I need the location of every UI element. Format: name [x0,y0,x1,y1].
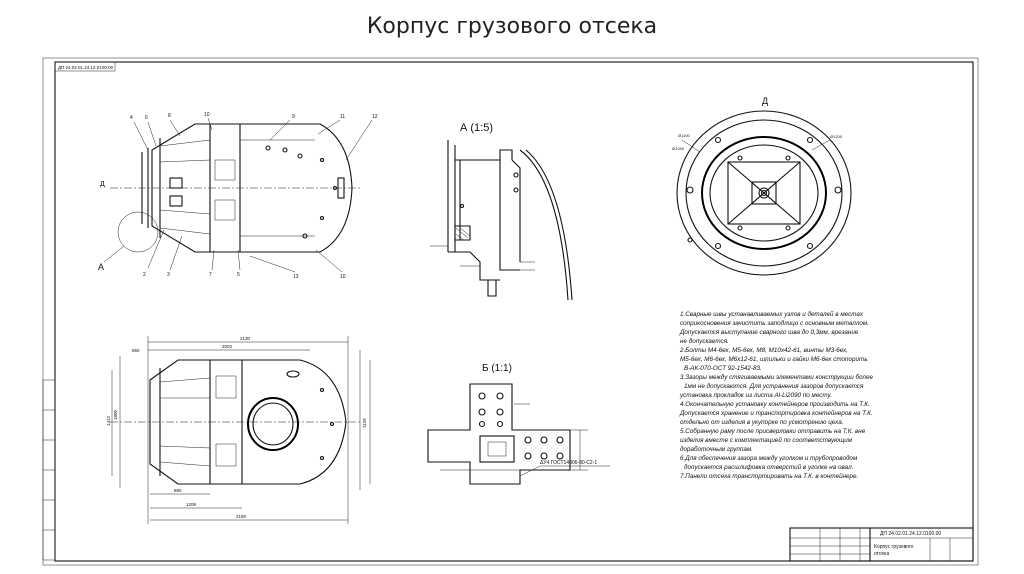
svg-text:Допускается выступание сварног: Допускается выступание сварного шва до 0… [679,328,859,336]
view-d-end-view: Д Ø1100 Ø1200 Ø1040 [672,96,852,276]
svg-text:2.Болты М4-6ех, М5-6ех, М8, М1: 2.Болты М4-6ех, М5-6ех, М8, М10х42-61, в… [679,347,848,354]
callouts-bottom: 2 3 7 5 13 10 [143,229,346,280]
svg-text:10: 10 [204,112,210,118]
svg-text:1800: 1800 [113,409,118,420]
svg-text:доработочным группам.: доработочным группам. [680,445,753,453]
svg-text:11: 11 [340,114,345,120]
svg-text:В-АК-070-ОСТ 92-1542-83.: В-АК-070-ОСТ 92-1542-83. [684,365,762,372]
section-b-label: Б (1:1) [482,363,512,374]
svg-text:5.Собранную раму после присвер: 5.Собранную раму после присверловки отпр… [680,427,866,435]
svg-text:7.Панели отсека транспортирова: 7.Панели отсека транспортировать на Т.К.… [680,472,858,480]
stamp-top-left: ДП 24.02.01.24.12.0100.00 [58,65,114,70]
svg-text:2180: 2180 [236,514,247,519]
svg-text:2: 2 [143,272,146,278]
svg-text:соприкосновения зачистить запо: соприкосновения зачистить заподлицо с ос… [680,319,869,327]
technical-notes: 1.Сварные швы устанавливаемых узлов и де… [679,310,873,480]
svg-text:6: 6 [145,115,148,121]
svg-text:10: 10 [340,274,346,280]
svg-text:4: 4 [130,115,133,121]
title-block-name-2: отсека [874,551,889,557]
svg-text:2002: 2002 [222,344,233,349]
svg-text:7: 7 [209,272,212,278]
svg-text:Ø1040: Ø1040 [672,146,685,151]
dimensions-bottom-view: 2130 2002 1800 1412 1128 880 1208 2180 8… [106,336,371,524]
section-b-view: Б (1:1) ΔУ4 ГОСТ14806-80-С2-1 [427,363,610,485]
svg-text:6.Для обеспечения зазора между: 6.Для обеспечения зазора между уголком и… [680,454,858,462]
section-d-marker: Д [100,181,105,188]
callouts-top: 4 6 8 10 9 11 12 [130,112,378,161]
svg-text:допускается расшлифовка отверс: допускается расшлифовка отверстий в угол… [684,463,853,471]
slide-title: Корпус грузового отсека [366,14,658,39]
title-block: ДП 24.02.01.24.12.0100.00 Корпус грузово… [789,527,974,562]
sheet-inner-frame [54,61,974,562]
svg-text:5: 5 [237,272,240,278]
section-a-view: А (1:5) [430,122,573,301]
svg-text:М5-6ех, М6-6ех, М6х12-61, шпил: М5-6ех, М6-6ех, М6х12-61, шпильки и гайк… [680,355,868,363]
svg-text:установка прокладок из листа A: установка прокладок из листа Al-Li2090 п… [679,391,832,399]
svg-text:1208: 1208 [186,502,197,507]
svg-text:Допускается хранение и транспо: Допускается хранение и транспортировка к… [679,409,873,417]
svg-text:Ø1100: Ø1100 [678,133,690,138]
sheet-outer-frame [42,57,979,566]
bolt-pattern-top [478,392,504,428]
view-d-label: Д [762,96,768,106]
svg-text:1412: 1412 [106,415,111,426]
svg-text:4.Окончательную установку конт: 4.Окончательную установку контейнеров пр… [680,400,870,408]
svg-text:2130: 2130 [240,336,251,341]
svg-text:850: 850 [132,348,140,353]
svg-text:1.Сварные швы устанавливаемых: 1.Сварные швы устанавливаемых узлов и де… [680,310,864,318]
weld-label: ΔУ4 ГОСТ14806-80-С2-1 [540,460,597,466]
bolt-pattern-right [524,436,564,460]
svg-text:отдельно от изделия в укупорке: отдельно от изделия в укупорке по усмотр… [680,418,843,426]
section-a-label: А (1:5) [460,122,493,134]
svg-text:1128: 1128 [362,418,367,428]
svg-text:1мм не допускаются. Для устран: 1мм не допускаются. Для устранения зазор… [684,382,864,390]
svg-text:13: 13 [293,274,299,280]
svg-text:3.Зазоры между стягиваемыми эл: 3.Зазоры между стягиваемыми элементами к… [680,373,873,381]
svg-text:880: 880 [174,488,182,493]
svg-text:3: 3 [167,272,170,278]
svg-text:9: 9 [292,114,295,120]
svg-text:Ø1200: Ø1200 [830,134,843,139]
svg-text:изделия вместе с комплектацией: изделия вместе с комплектацией по соотве… [680,436,853,444]
bottom-view: 2130 2002 1800 1412 1128 880 1208 2180 8… [106,336,371,524]
svg-text:12: 12 [372,114,378,120]
title-block-doc-number: ДП 24.02.01.24.12.0100.00 [880,531,941,537]
svg-text:8: 8 [168,113,171,119]
side-view-top: Д А 4 6 8 10 9 11 12 2 [98,112,378,280]
svg-text:не допускается.: не допускается. [680,337,729,345]
stamp-box-top-left [54,61,116,72]
view-a-label: А [98,262,104,272]
title-block-name-1: Корпус грузового [874,544,914,550]
